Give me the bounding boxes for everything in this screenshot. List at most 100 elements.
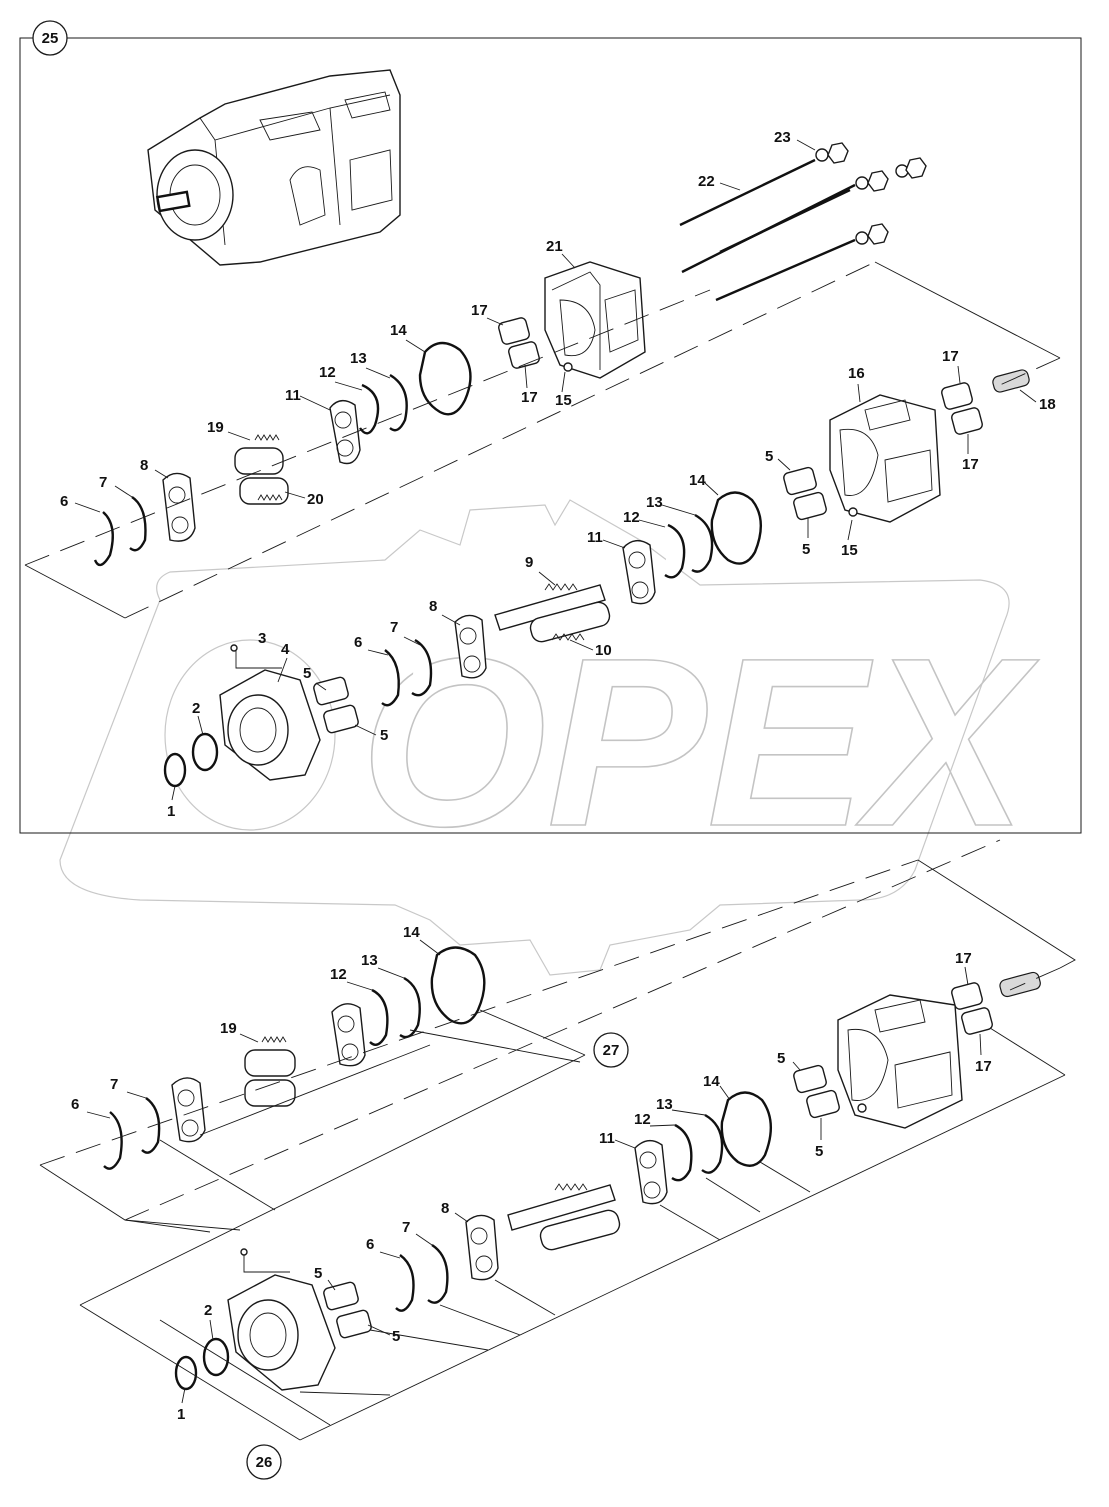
svg-text:17: 17: [521, 389, 538, 406]
svg-text:5: 5: [765, 448, 773, 465]
svg-text:21: 21: [546, 238, 563, 255]
housing-low-right: [837, 994, 963, 1129]
callout-26: 26: [246, 1444, 282, 1480]
svg-text:22: 22: [698, 173, 715, 190]
wear-plate-11-low: [331, 1003, 366, 1067]
gasket-14-low-right: [720, 1091, 772, 1167]
svg-text:13: 13: [361, 952, 378, 969]
plate-8-low: [465, 1214, 499, 1281]
gears-19-20-top: [234, 434, 289, 505]
svg-text:12: 12: [634, 1111, 651, 1128]
svg-text:6: 6: [366, 1236, 374, 1253]
seal-7-mid: [411, 638, 433, 697]
svg-text:1: 1: [177, 1406, 185, 1423]
seal-1-top: [163, 752, 187, 788]
svg-text:8: 8: [429, 598, 437, 615]
svg-text:13: 13: [350, 350, 367, 367]
svg-text:18: 18: [1039, 396, 1056, 413]
svg-text:23: 23: [774, 129, 791, 146]
seal-6-top: [93, 511, 114, 567]
seal-6-low-left: [103, 1111, 123, 1170]
svg-text:8: 8: [441, 1200, 449, 1217]
upper-dashed-lines: [24, 261, 1061, 619]
svg-text:1: 1: [167, 803, 175, 820]
plug-low: [999, 971, 1041, 998]
svg-text:2: 2: [204, 1302, 212, 1319]
seal-7-top: [129, 496, 147, 552]
gears-19-low: [244, 1036, 296, 1107]
seal-13-top: [389, 373, 408, 432]
svg-text:5: 5: [380, 727, 388, 744]
gasket-14-mid: [710, 491, 762, 565]
seal-7-low: [427, 1243, 449, 1304]
svg-text:6: 6: [60, 493, 68, 510]
svg-text:8: 8: [140, 457, 148, 474]
callout-25: 25: [32, 20, 68, 56]
callout-27-label: 27: [603, 1042, 620, 1059]
svg-text:13: 13: [656, 1096, 673, 1113]
svg-text:11: 11: [599, 1130, 615, 1147]
svg-text:7: 7: [99, 474, 107, 491]
seal-12-low-right: [671, 1123, 693, 1182]
seal-7-low-left: [141, 1097, 161, 1154]
front-cover-4: [219, 644, 321, 781]
bushings-17-low: [951, 982, 993, 1035]
seal-2-top: [191, 732, 219, 772]
svg-text:19: 19: [207, 419, 224, 436]
seal-12-top: [359, 383, 380, 435]
upper-group-frame: [19, 37, 1082, 834]
svg-text:20: 20: [307, 491, 324, 508]
plate-8-mid: [454, 614, 487, 679]
svg-text:14: 14: [390, 322, 407, 339]
svg-text:5: 5: [815, 1143, 823, 1160]
svg-text:15: 15: [555, 392, 572, 409]
gasket-14-top: [418, 341, 472, 416]
seal-12-low: [369, 988, 389, 1046]
seal-6-low: [395, 1254, 415, 1312]
svg-text:5: 5: [314, 1265, 322, 1282]
housing-16: [829, 394, 941, 523]
svg-text:16: 16: [848, 365, 865, 382]
svg-text:2: 2: [192, 700, 200, 717]
bushings-5-low-right: [793, 1064, 840, 1119]
lower-labels: 14 12 13 19 7 6 11 12 13 14 17 17 5 5 8 …: [71, 924, 992, 1423]
svg-text:5: 5: [303, 665, 311, 682]
svg-text:14: 14: [403, 924, 420, 941]
svg-text:14: 14: [703, 1073, 720, 1090]
svg-text:11: 11: [285, 387, 301, 404]
wear-plate-11-low-right: [634, 1140, 668, 1205]
tie-rods: [679, 142, 927, 302]
housing-21: [544, 261, 646, 379]
callout-27: 27: [593, 1032, 629, 1068]
svg-text:15: 15: [841, 542, 858, 559]
bushings-17-right: [941, 382, 983, 435]
svg-text:7: 7: [402, 1219, 410, 1236]
lower-leaders: [86, 939, 982, 1404]
gear-shaft-9-10: [494, 583, 611, 643]
upper-leaders: [74, 139, 1037, 801]
svg-text:7: 7: [110, 1076, 118, 1093]
callout-26-label: 26: [256, 1454, 273, 1471]
upper-labels: 1 2 3 4 5 5 6 7 8 9 10 11 12 13 14 17 17…: [60, 129, 1056, 820]
svg-text:17: 17: [955, 950, 972, 967]
seal-12-mid: [664, 523, 686, 579]
svg-text:6: 6: [354, 634, 362, 651]
seal-2-low: [202, 1337, 230, 1377]
svg-text:4: 4: [281, 641, 290, 658]
plug-18: [992, 369, 1030, 393]
svg-text:14: 14: [689, 472, 706, 489]
svg-text:5: 5: [802, 541, 810, 558]
callout-25-label: 25: [42, 30, 59, 47]
svg-text:17: 17: [962, 456, 979, 473]
svg-text:10: 10: [595, 642, 612, 659]
plate-8-top: [162, 472, 196, 542]
svg-text:19: 19: [220, 1020, 237, 1037]
svg-text:11: 11: [587, 529, 603, 546]
svg-text:5: 5: [392, 1328, 400, 1345]
seal-13-low: [399, 976, 421, 1039]
wear-plate-11-top: [329, 400, 361, 465]
svg-text:17: 17: [975, 1058, 992, 1075]
gear-shaft-low: [507, 1183, 621, 1251]
bushings-5-upper: [313, 676, 359, 734]
